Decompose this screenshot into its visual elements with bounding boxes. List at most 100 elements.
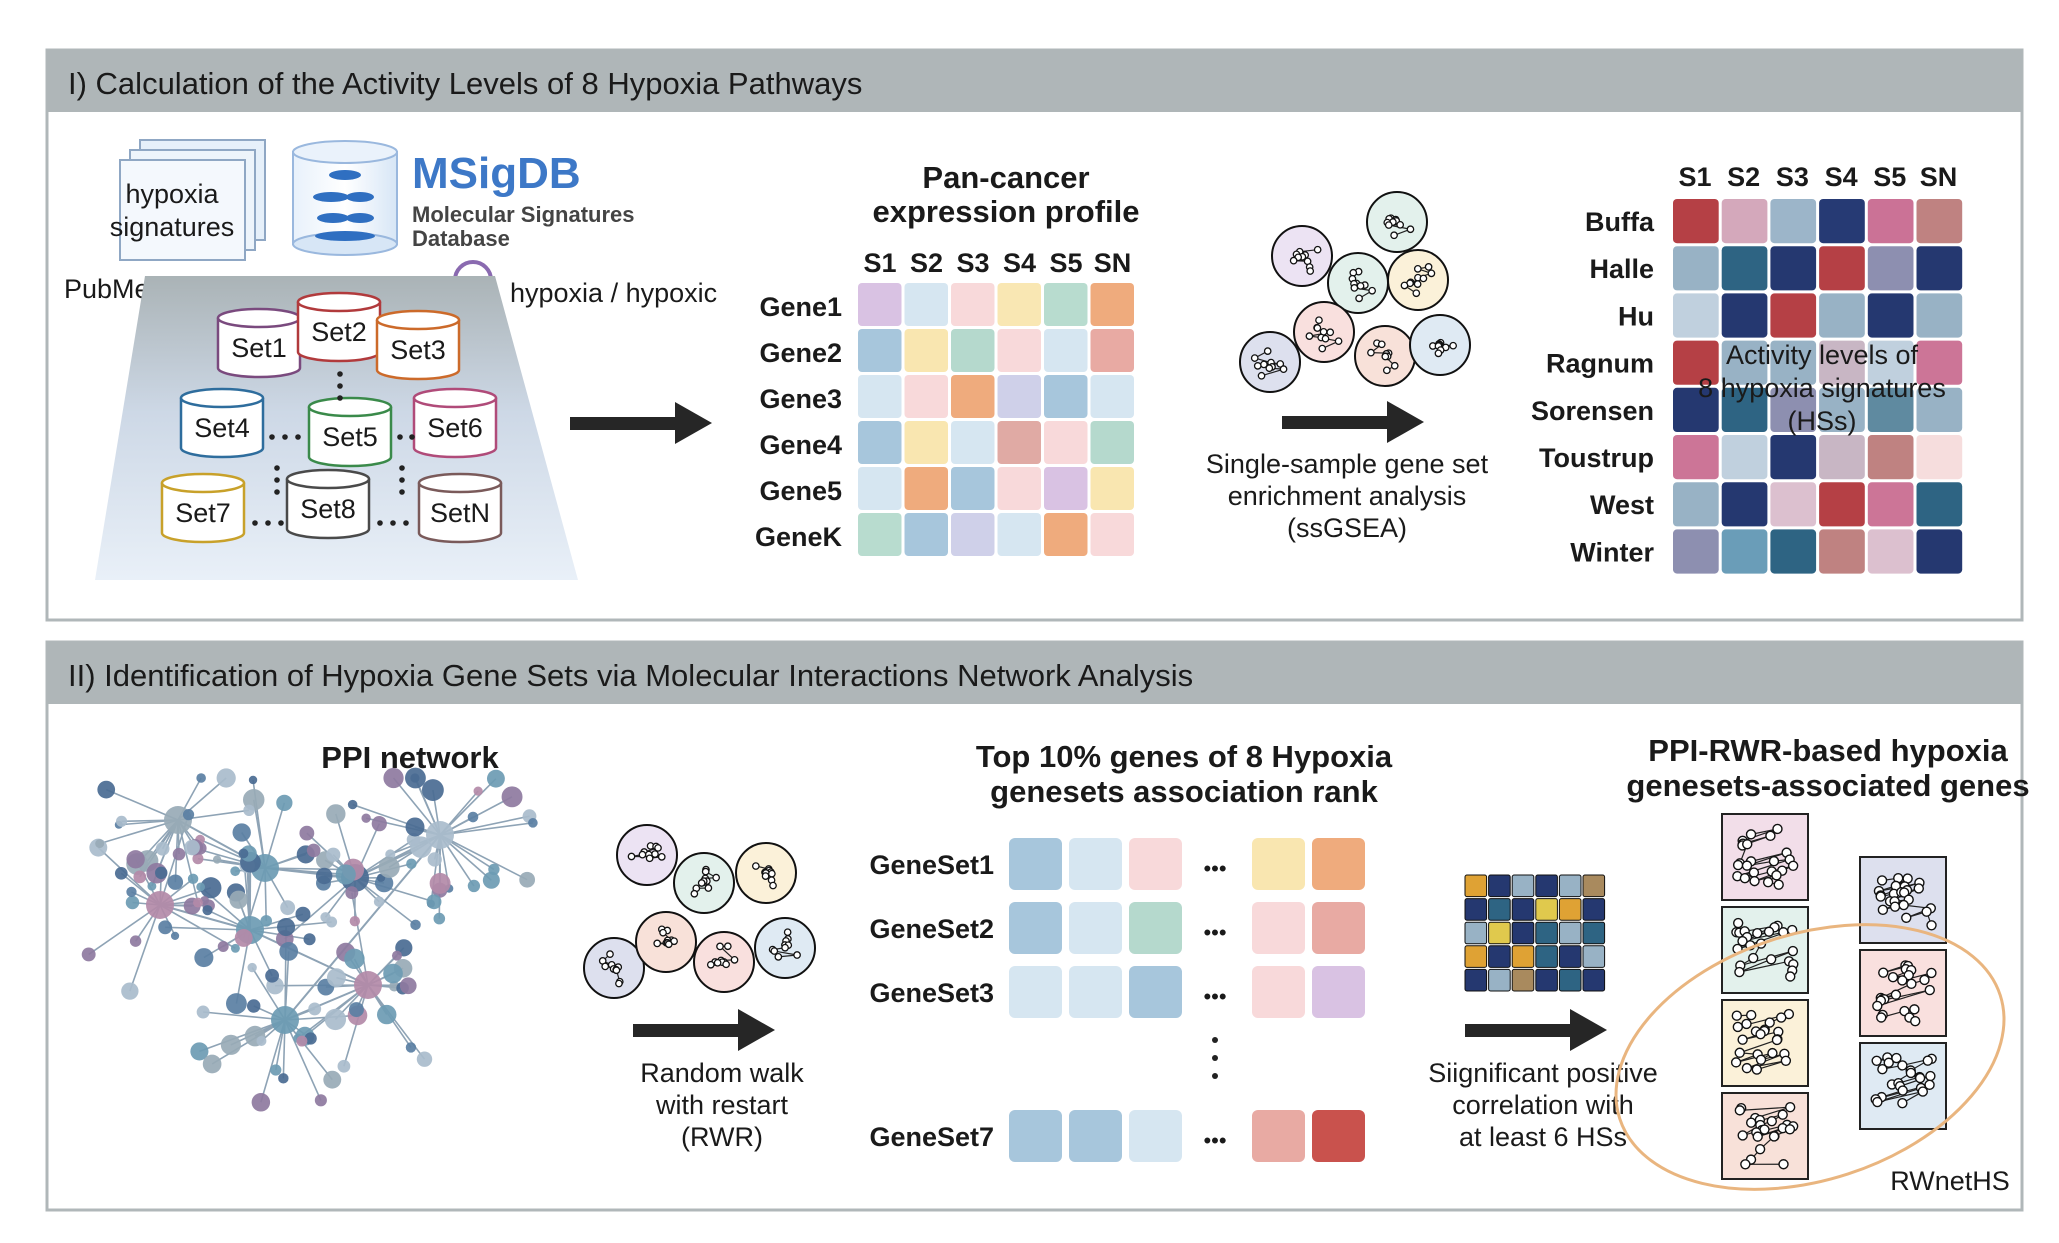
gene-box-node [1897,1085,1908,1096]
geneset-cell [1312,966,1365,1018]
vertical-dot [1212,1055,1218,1061]
gene-box [1721,906,1809,994]
ppi-node [348,1002,364,1018]
gene-box [1721,999,1809,1087]
ppi-node [126,886,137,898]
gene-box-node [1745,1009,1757,1021]
gene-box-node [1732,917,1744,929]
top-genes-title-2: genesets association rank [990,774,1378,809]
geneset-cell [1252,838,1305,890]
ppi-node [234,929,253,947]
gene-set-label: Set2 [311,317,367,347]
arrow-2 [1282,401,1424,443]
ppi-node [421,779,444,801]
geneset-cell [1069,966,1122,1018]
ppi-node [278,1073,289,1084]
cylinder-body [160,483,246,544]
geneset-cell [1069,838,1122,890]
cylinder-body [307,407,393,468]
ppi-node [347,799,358,810]
bubble-node [1306,267,1315,275]
gene-set-bubbles-1 [1239,191,1471,393]
bubble-node [1250,354,1259,362]
gene-set-bubbles-2 [583,824,816,999]
activity-cell [1819,387,1865,432]
geneset-cell [1129,838,1182,890]
panel-1-title-band [47,50,2022,112]
correlation-cell [1558,874,1582,898]
gene-box-node [1909,1004,1920,1015]
ppi-edge [88,904,161,956]
activity-cell [1673,340,1719,385]
cylinder-body [417,483,503,544]
ppi-node [212,855,222,864]
sample-label: S5 [1049,248,1082,278]
document-stack-icon [119,139,266,261]
ppi-node [406,858,417,869]
vertical-dot [1212,1073,1218,1079]
ppi-edge [249,929,369,986]
gene-box-node [1905,1067,1917,1079]
activity-cell [1770,482,1817,527]
gene-box-edge [1739,958,1772,973]
gene-box-node [1887,972,1899,983]
bubble-node [1413,280,1422,288]
gene-box-node [1919,974,1930,986]
gene-box-node [1901,912,1912,923]
gene-box-node [1785,971,1796,982]
bubble-node [1413,265,1422,273]
geneset-label: GeneSet2 [869,914,994,944]
ppi-node [345,886,359,900]
bubble-node [1400,281,1409,290]
gene-box-node [1917,1086,1929,1097]
ppi-node [182,809,195,821]
gene-label: Gene2 [759,338,842,368]
panel-1-title: I) Calculation of the Activity Levels of… [68,66,862,101]
bubble-node [1406,225,1415,234]
activity-cell [1721,340,1768,385]
ellipsis-dots: ••• [1203,920,1226,945]
bubble-edge [774,950,798,956]
gene-box-node [1772,823,1783,835]
bubble-node [1263,347,1272,355]
gene-set-label: Set1 [231,333,287,363]
gene-box-node [1924,984,1935,996]
gene-box-node [1766,1115,1778,1127]
expression-cell [858,283,902,326]
expression-cell [1090,467,1134,510]
correlation-cell [1582,874,1606,898]
gene-box-node [1784,1124,1796,1135]
ppi-node [270,1064,282,1076]
correlation-cell [1488,898,1511,921]
activity-cell [1867,482,1914,527]
gene-box-node [1752,927,1763,939]
gene-box [1859,949,1947,1037]
vertical-dot [1212,1037,1218,1043]
bubble-node [1434,349,1443,358]
ppi-node [147,881,157,891]
ppi-node [200,877,222,899]
geneset-label: GeneSet7 [869,1122,994,1152]
geneset-cell [1312,1110,1365,1162]
ppi-node [133,870,147,884]
gene-box [1859,856,1947,944]
ppi-node [230,866,241,877]
correlation-cell [1535,898,1558,921]
correlation-cell [1511,921,1535,945]
gene-box-edge [1739,1039,1778,1054]
gene-set-label: SetN [430,498,490,528]
ppi-node [170,931,180,940]
ppi-edge [284,1019,322,1101]
bubble-node [704,884,713,892]
geneset-cell [1069,902,1122,954]
expression-cell [997,375,1041,418]
ppi-edge [199,1019,286,1053]
gene-box-node [1751,1064,1763,1075]
activity-cell [1770,246,1817,291]
gene-box-node [1731,1010,1743,1021]
expression-cell [1090,513,1134,556]
ppi-node [315,867,333,885]
msigdb-subtitle-2: Database [412,226,510,251]
bubble-node [1449,341,1457,350]
